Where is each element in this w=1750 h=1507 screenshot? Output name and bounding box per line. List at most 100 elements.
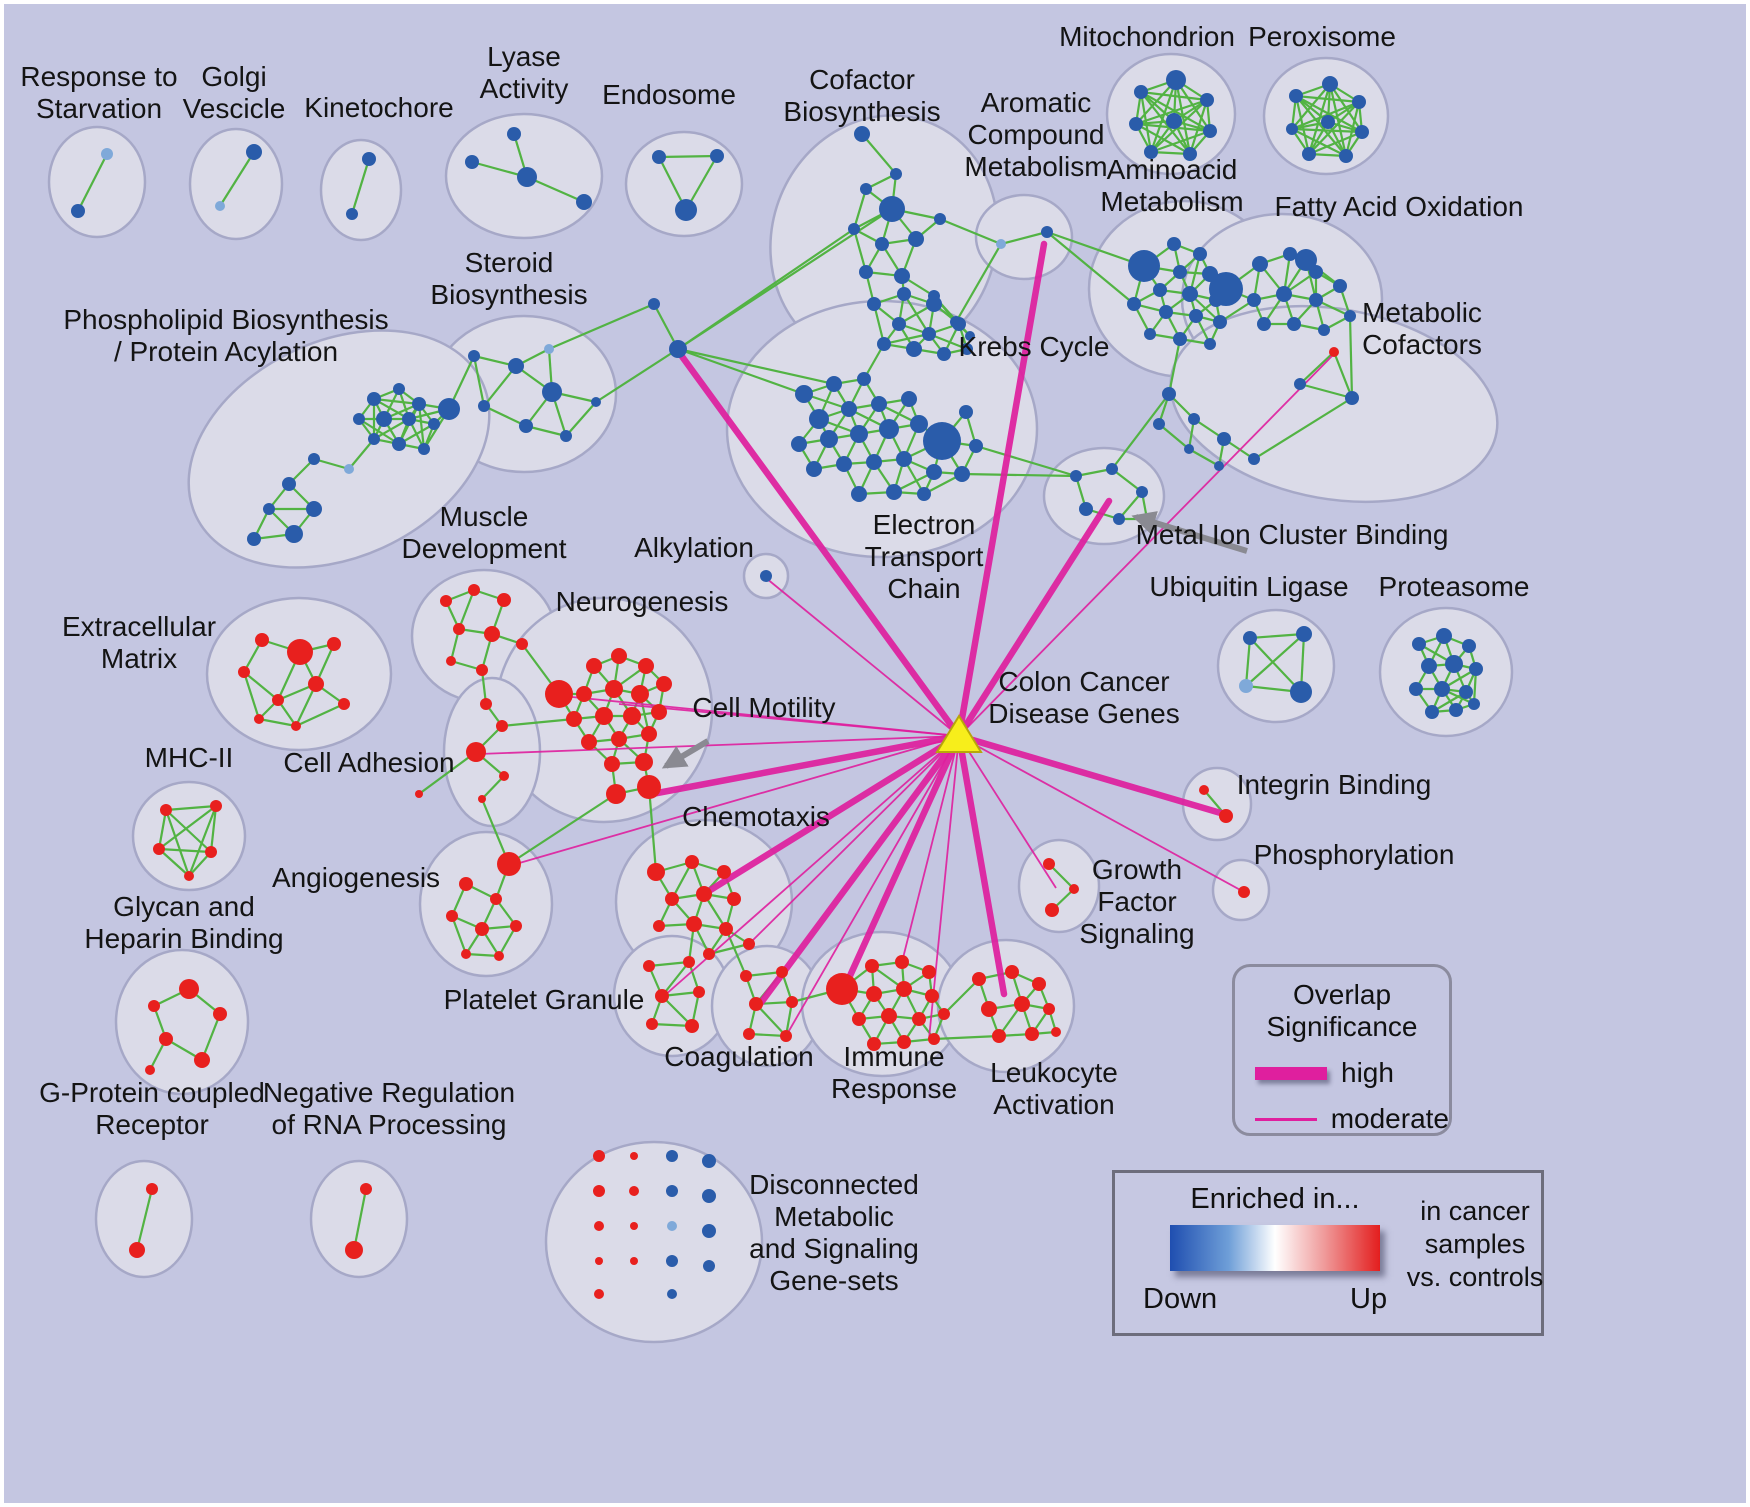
gene-set-node [1136, 486, 1148, 498]
gene-set-node [360, 1183, 372, 1195]
gene-set-node [892, 317, 906, 331]
gene-set-node [367, 392, 381, 406]
gene-set-node [635, 753, 653, 771]
gene-set-node [272, 694, 284, 706]
gene-set-node [1167, 237, 1181, 251]
gene-set-node [480, 698, 492, 710]
gene-set-node [981, 1001, 997, 1017]
gene-set-node [992, 1029, 1006, 1043]
gene-set-node [145, 1065, 155, 1075]
green-edge [165, 809, 212, 853]
green-edge [677, 347, 835, 386]
cluster-ellipse-glycan-heparin-binding [114, 948, 250, 1096]
gene-set-node [1445, 655, 1463, 673]
gene-set-node [877, 337, 891, 351]
gene-set-node [638, 658, 654, 674]
gene-set-node [393, 383, 405, 395]
green-edge [1291, 127, 1363, 134]
green-edge [1111, 468, 1143, 493]
gene-set-node [623, 707, 641, 725]
green-edge [508, 793, 617, 865]
gene-set-node [490, 893, 502, 905]
green-edge [358, 418, 400, 445]
gene-set-node [402, 412, 416, 426]
cluster-label-platelet-granule: Platelet Granule [444, 984, 645, 1015]
high-significance-label: high [1341, 1057, 1394, 1088]
gene-set-node [1344, 310, 1356, 322]
gene-set-node [1294, 378, 1306, 390]
gene-set-node [1159, 305, 1173, 319]
green-edge [1295, 95, 1347, 157]
green-edge [457, 589, 476, 630]
gene-set-node [468, 584, 480, 596]
gene-set-node [652, 150, 666, 164]
gene-set-node [1412, 637, 1426, 651]
gene-set-node [702, 1154, 716, 1168]
gene-set-node [1193, 247, 1207, 261]
green-edge [501, 717, 575, 728]
gene-set-node [594, 1221, 604, 1231]
green-edge [661, 961, 690, 997]
gene-set-node [925, 989, 939, 1003]
gene-set-node [291, 721, 301, 731]
gene-set-node [353, 413, 365, 425]
gene-set-node [1309, 265, 1323, 279]
gene-set-node [776, 966, 788, 978]
gene-set-node [496, 720, 508, 732]
gene-set-node [594, 1289, 604, 1299]
gene-set-node [446, 910, 458, 922]
gene-set-node [179, 979, 199, 999]
green-edge [861, 133, 897, 175]
gene-set-node [1069, 884, 1079, 894]
gene-set-node [1144, 145, 1158, 159]
green-edge [158, 848, 190, 877]
gene-set-node [344, 464, 354, 474]
gene-set-node [786, 996, 798, 1008]
cluster-label-angiogenesis: Angiogenesis [272, 862, 440, 893]
gene-set-node [576, 686, 592, 702]
gene-set-node [646, 1018, 658, 1030]
gene-set-node [282, 477, 296, 491]
gene-set-node [848, 223, 860, 235]
green-edge [313, 457, 350, 471]
gene-set-node [666, 1255, 678, 1267]
green-edge [243, 671, 279, 701]
gene-set-node [1462, 639, 1476, 653]
gene-set-node [1014, 996, 1030, 1012]
green-edge [1295, 94, 1360, 104]
gene-set-node [345, 1241, 363, 1259]
gene-set-node [468, 350, 480, 362]
gene-set-node [1283, 247, 1297, 261]
gene-set-node [611, 731, 627, 747]
gene-set-node [886, 484, 902, 500]
gene-set-node [1005, 965, 1019, 979]
gene-set-node [542, 382, 562, 402]
gene-set-node [1434, 681, 1450, 697]
green-edge [165, 804, 217, 812]
cluster-ellipse-extracellular-matrix [205, 596, 393, 752]
gene-set-node [696, 886, 712, 902]
gene-set-node [631, 685, 649, 703]
gene-set-node [656, 676, 672, 692]
enrichment-gradient-bar [1170, 1225, 1380, 1271]
gene-set-node [809, 409, 829, 429]
cluster-label-coagulation: Coagulation [664, 1041, 813, 1072]
gene-set-node [1276, 286, 1292, 302]
gene-set-node [285, 525, 303, 543]
gene-set-node [852, 1012, 866, 1026]
gene-set-node [653, 920, 665, 932]
gene-set-node [717, 865, 731, 879]
green-edge [483, 405, 527, 427]
gene-set-node [517, 167, 537, 187]
enrichment-note: in cancer samples vs. controls [1405, 1195, 1545, 1294]
gene-set-node [287, 639, 313, 665]
gene-set-node [1329, 347, 1339, 357]
overlap-edge-high [840, 732, 963, 993]
gene-set-node [368, 433, 380, 445]
